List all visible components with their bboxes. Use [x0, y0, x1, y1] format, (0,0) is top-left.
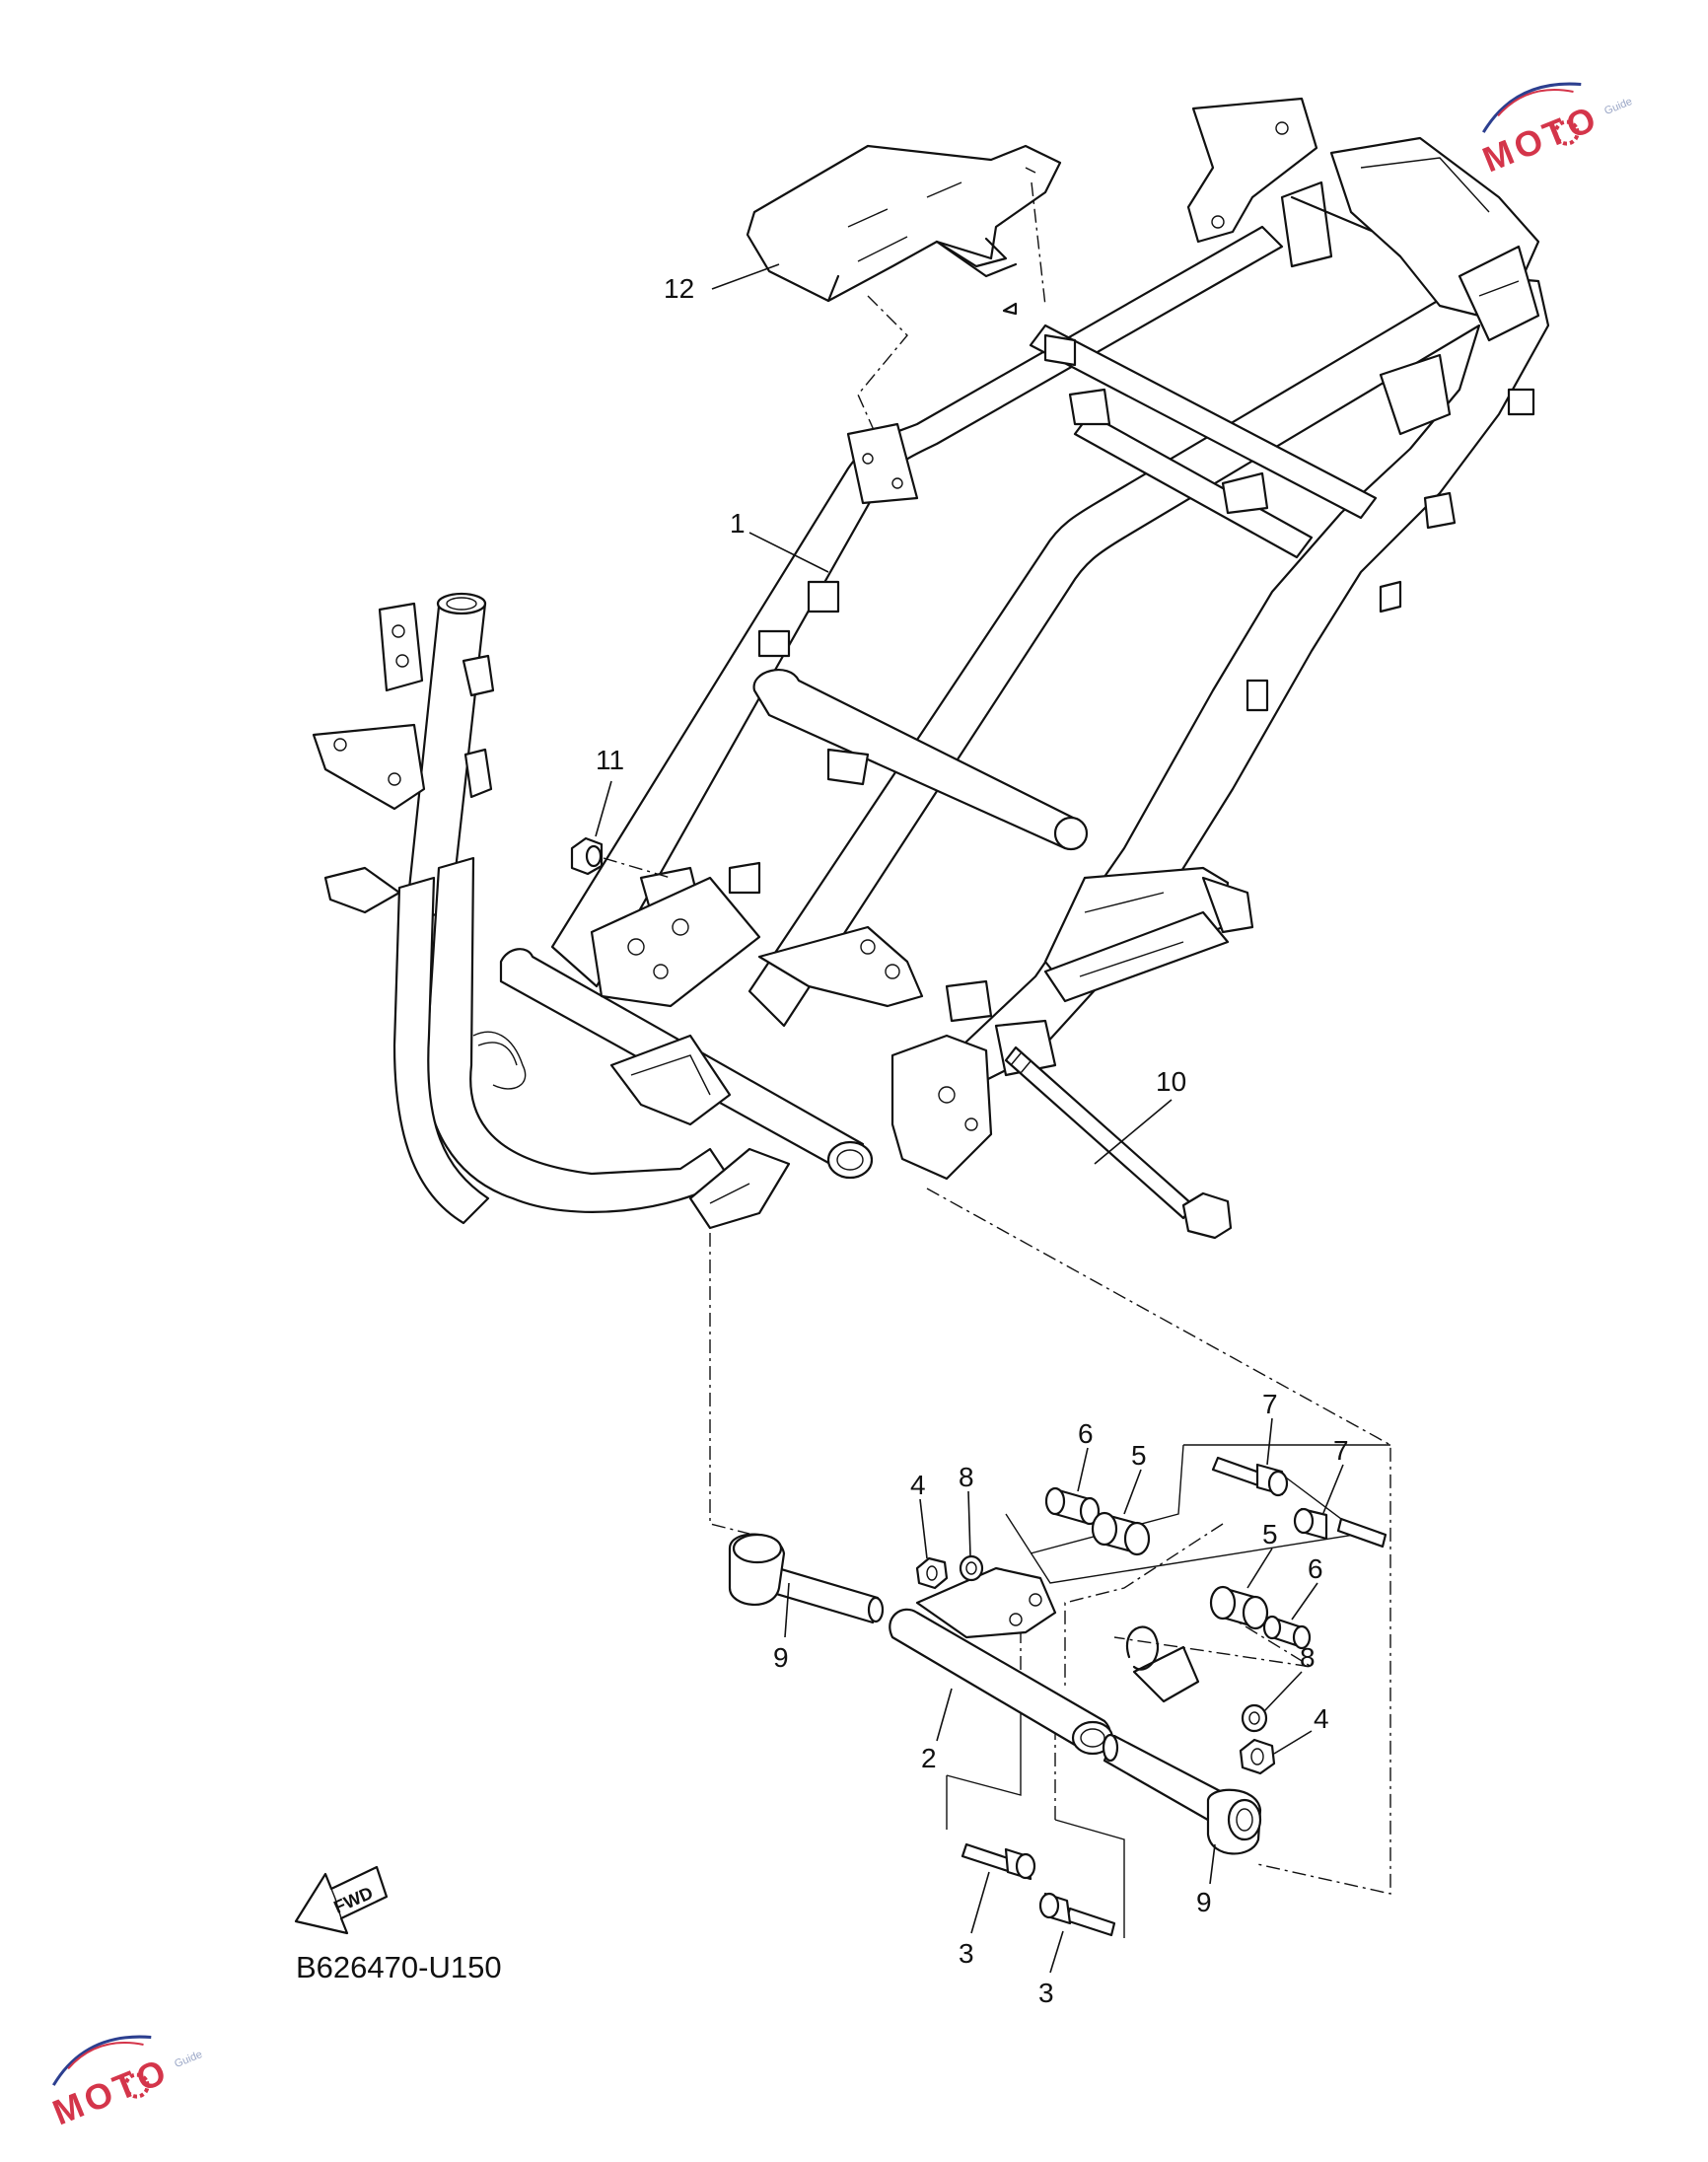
- callout-4b: 4: [1314, 1703, 1329, 1734]
- part-3-bolt-b: [1038, 1892, 1116, 1937]
- leader-lines: [595, 263, 1344, 1974]
- part-8-washer-upper: [959, 1554, 984, 1582]
- diagram-code: B626470-U150: [296, 1950, 502, 1984]
- part-1-main-frame: [312, 97, 1550, 1230]
- callout-7b: 7: [1333, 1435, 1349, 1466]
- part-2-swing-arm: [889, 1566, 1200, 1756]
- callout-2: 2: [921, 1743, 937, 1773]
- callout-10: 10: [1156, 1066, 1186, 1097]
- watermark-text: MOTO: [1477, 97, 1605, 180]
- callout-9b: 9: [1196, 1887, 1212, 1917]
- part-5-damper-lower: [1209, 1585, 1269, 1630]
- fwd-arrow-icon: FWD: [294, 1865, 389, 1935]
- watermark-bottom-left: MOTO Guide: [47, 2035, 204, 2132]
- part-5-damper-upper: [1091, 1511, 1151, 1556]
- callout-5b: 5: [1262, 1519, 1278, 1549]
- assembly-guide-lines: [709, 1188, 1391, 1938]
- part-7-bolt-a: [1211, 1456, 1289, 1497]
- callout-3a: 3: [959, 1938, 974, 1969]
- part-4-nut-upper: [915, 1556, 949, 1590]
- part-8-washer-lower: [1241, 1703, 1268, 1733]
- callout-numbers: 12 1 11 10 6 5 7 7 4 8 5 6 9 2 8 4 9 3 3: [596, 273, 1349, 2008]
- watermark-subtext: Guide: [1602, 96, 1634, 117]
- callout-9a: 9: [773, 1642, 789, 1673]
- part-3-bolt-a: [961, 1842, 1036, 1881]
- part-9-bush-lower: [1102, 1733, 1262, 1855]
- part-4-nut-lower: [1239, 1738, 1276, 1775]
- callout-6b: 6: [1308, 1553, 1323, 1584]
- watermark-subtext: Guide: [173, 2049, 204, 2070]
- callout-6a: 6: [1078, 1418, 1094, 1449]
- part-6-collar-lower: [1262, 1615, 1312, 1650]
- watermark-top-right: MOTO Guide: [1477, 82, 1634, 180]
- part-11-nut: [570, 836, 672, 879]
- callout-5a: 5: [1131, 1440, 1147, 1471]
- part-9-bush-upper: [728, 1533, 885, 1624]
- callout-4a: 4: [910, 1470, 926, 1500]
- part-12-cover-plate: [746, 144, 1062, 440]
- callout-11: 11: [596, 745, 624, 775]
- part-7-bolt-b: [1293, 1507, 1388, 1549]
- callout-8a: 8: [959, 1462, 974, 1492]
- part-10-long-bolt: [1004, 1045, 1233, 1240]
- part-6-collar-upper: [1044, 1486, 1101, 1526]
- callout-1: 1: [730, 508, 746, 539]
- callout-8b: 8: [1300, 1642, 1316, 1673]
- callout-7a: 7: [1262, 1389, 1278, 1419]
- callout-12: 12: [664, 273, 694, 304]
- watermark-text: MOTO: [47, 2050, 176, 2132]
- callout-3b: 3: [1038, 1978, 1054, 2008]
